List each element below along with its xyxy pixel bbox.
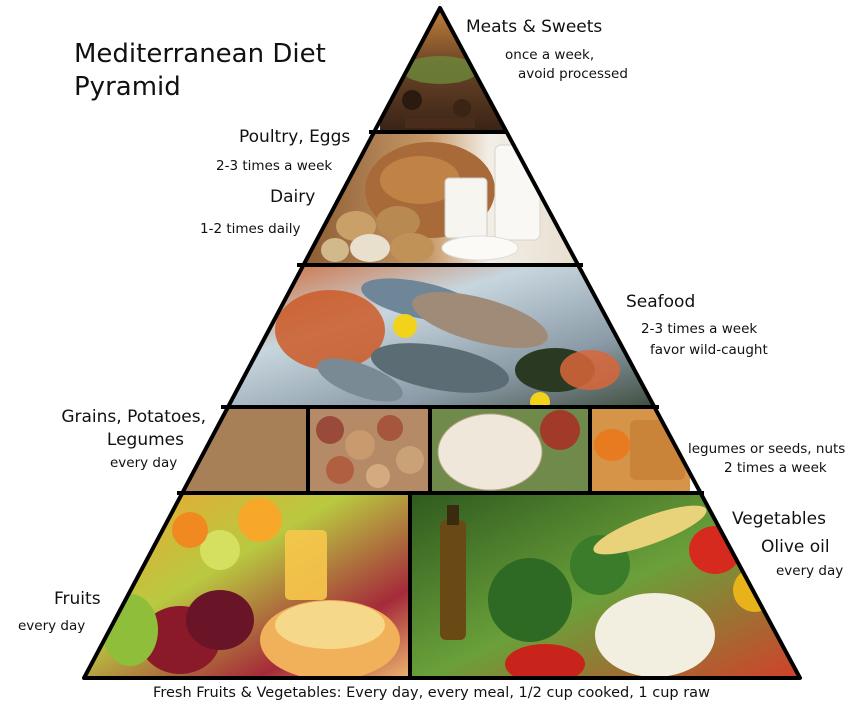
seafood-note-1: 2-3 times a week: [641, 321, 757, 337]
poultry-eggs-note: 2-3 times a week: [216, 158, 332, 174]
title-line-1: Mediterranean Diet: [74, 38, 326, 71]
meats-sweets-label: Meats & Sweets: [466, 17, 602, 37]
meats-sweets-note-2: avoid processed: [518, 66, 628, 82]
title-line-2: Pyramid: [74, 71, 326, 104]
vegetables-note: every day: [776, 563, 843, 579]
dairy-label: Dairy: [270, 187, 315, 207]
poultry-eggs-label: Poultry, Eggs: [239, 127, 350, 147]
legumes-nuts-note-1: legumes or seeds, nuts: [688, 441, 845, 457]
footer-note: Fresh Fruits & Vegetables: Every day, ev…: [0, 685, 863, 701]
meats-sweets-note-1: once a week,: [505, 47, 594, 63]
grains-label-line-1: Grains, Potatoes,: [61, 407, 206, 427]
fruits-label: Fruits: [54, 589, 101, 609]
grains-label-line-2: Legumes: [107, 430, 184, 450]
legumes-nuts-note-2: 2 times a week: [724, 460, 827, 476]
seafood-label: Seafood: [626, 292, 695, 312]
fruits-note: every day: [18, 618, 85, 634]
vegetables-label: Vegetables: [732, 509, 826, 529]
olive-oil-label: Olive oil: [761, 537, 830, 557]
seafood-note-2: favor wild-caught: [650, 342, 768, 358]
diagram-title: Mediterranean Diet Pyramid: [74, 38, 326, 104]
grains-note: every day: [110, 455, 177, 471]
dairy-note: 1-2 times daily: [200, 221, 301, 237]
